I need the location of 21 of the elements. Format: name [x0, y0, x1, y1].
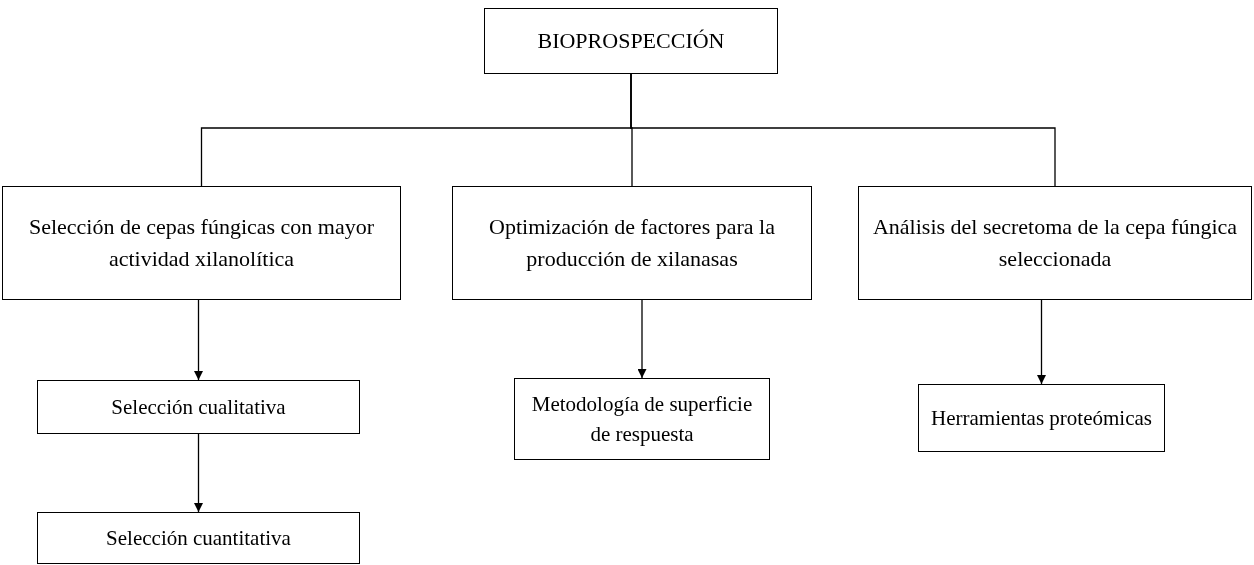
box-text: BIOPROSPECCIÓN: [537, 27, 725, 56]
arrow: [194, 433, 203, 513]
process-box: [2, 186, 401, 300]
box-text: Selección de cepas fúngicas con mayor actividad xilanolítica: [27, 213, 376, 273]
box-text: Selección cualitativa: [111, 393, 286, 421]
box-text: Metodología de superficie de respuesta: [530, 390, 754, 448]
box-text: Herramientas proteómicas: [931, 404, 1152, 432]
process-box: [858, 186, 1252, 300]
process-box: [514, 378, 770, 460]
process-box: [37, 380, 360, 434]
arrow: [1037, 299, 1046, 385]
connector-line: [630, 73, 1056, 187]
box-text: Optimización de factores para la producción de xilanasas: [488, 213, 776, 273]
arrow: [637, 299, 647, 379]
box-text: Análisis del secretoma de la cepa fúngica seleccionada: [871, 213, 1239, 273]
title-box: [484, 8, 778, 74]
process-box: [452, 186, 812, 300]
process-box: [37, 512, 360, 564]
process-box: [918, 384, 1165, 452]
arrow: [194, 299, 203, 381]
box-text: Selección cuantitativa: [106, 524, 291, 552]
